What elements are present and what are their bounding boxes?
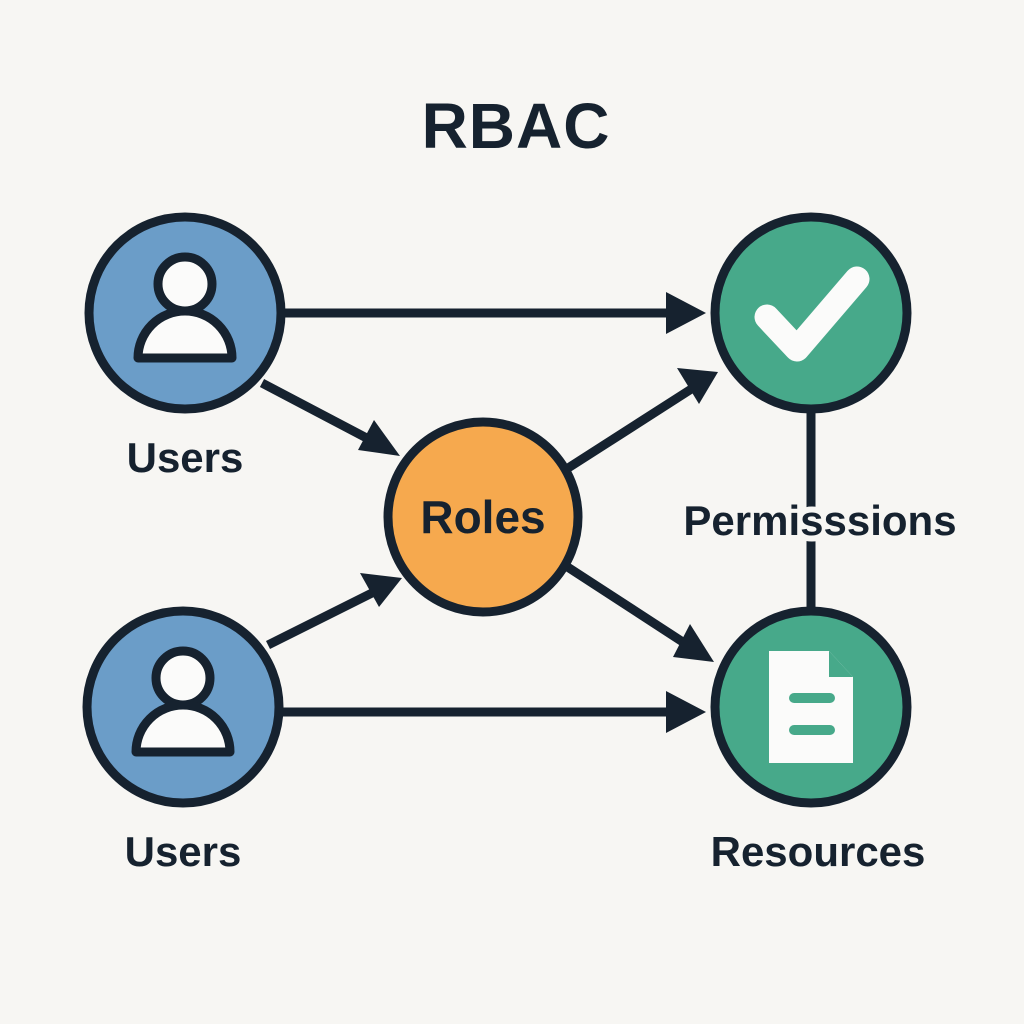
edges-layer (259, 292, 816, 733)
edge-users-bottom-to-resources (280, 691, 706, 733)
node-permissions[interactable] (710, 212, 912, 414)
edge-roles-to-resources (563, 562, 714, 662)
node-label-users-top: Users (127, 434, 244, 481)
node-label-permissions: Permisssions (683, 497, 956, 544)
edge-roles-to-permissions (562, 368, 718, 474)
edge-users-top-to-permissions (282, 292, 706, 334)
nodes-layer: Roles (82, 212, 912, 808)
node-label-users-bottom: Users (125, 828, 242, 875)
node-resources[interactable] (710, 606, 912, 808)
edge-users-bottom-to-roles (265, 573, 402, 650)
diagram-title: RBAC (422, 90, 611, 162)
node-label-resources: Resources (711, 828, 926, 875)
node-users-bottom[interactable] (82, 606, 284, 808)
edge-users-top-to-roles (259, 379, 400, 456)
node-roles[interactable]: Roles (383, 417, 583, 617)
labels-layer: RBAC Users Users Permisssions Resources (125, 90, 963, 875)
node-users-top[interactable] (84, 212, 286, 414)
document-icon (769, 651, 853, 763)
node-label-roles: Roles (420, 491, 545, 543)
